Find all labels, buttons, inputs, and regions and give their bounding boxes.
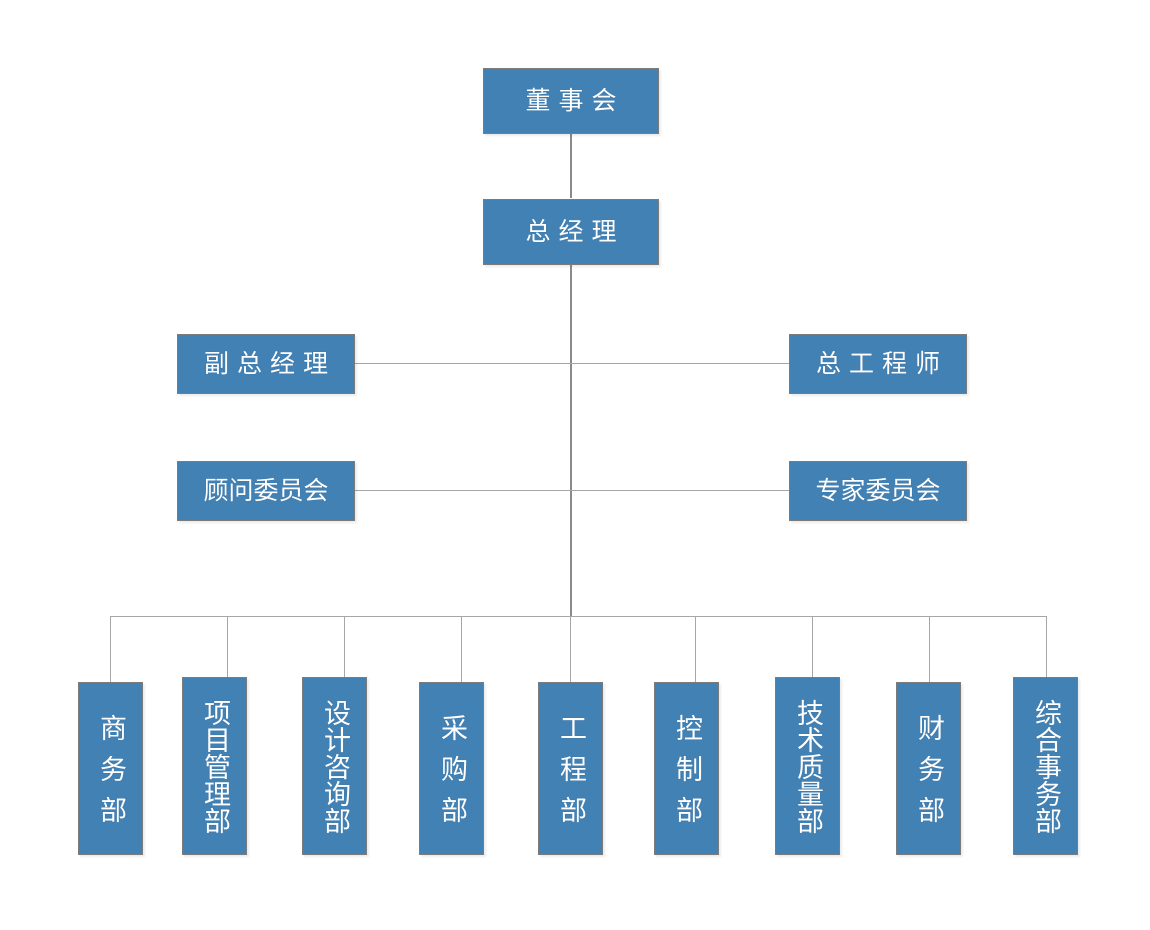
node-advisory-committee-label: 顾问委员会	[203, 476, 329, 505]
node-chief-engineer-label: 总工程师	[815, 349, 948, 378]
connector-line-row-committee	[355, 490, 790, 491]
department-bus-line	[110, 616, 1047, 617]
node-department-4-label: 采购部	[437, 714, 467, 837]
node-department-7-label: 技术质量部	[793, 698, 823, 834]
department-drop-line-4	[461, 616, 462, 682]
node-expert-committee[interactable]: 专家委员会	[789, 461, 967, 521]
node-department-2-label: 项目管理部	[200, 698, 230, 834]
node-department-1-label: 商务部	[96, 714, 126, 837]
node-department-8-label: 财务部	[914, 714, 944, 837]
department-drop-line-8	[929, 616, 930, 682]
node-department-6[interactable]: 控制部	[654, 682, 719, 855]
connector-line-row-vp	[355, 363, 790, 364]
node-department-4[interactable]: 采购部	[419, 682, 484, 855]
trunk-line-manager-to-bus	[570, 264, 572, 617]
node-general-manager-label: 总经理	[525, 217, 625, 246]
department-drop-line-9	[1046, 616, 1047, 682]
node-deputy-general-manager[interactable]: 副总经理	[177, 334, 355, 394]
node-department-8[interactable]: 财务部	[896, 682, 961, 855]
node-department-5-label: 工程部	[556, 714, 586, 837]
node-board-of-directors-label: 董事会	[525, 86, 625, 115]
node-department-3-label: 设计咨询部	[320, 698, 350, 834]
department-drop-line-5	[570, 616, 571, 682]
node-expert-committee-label: 专家委员会	[815, 476, 941, 505]
node-department-9[interactable]: 综合事务部	[1013, 677, 1078, 855]
node-department-1[interactable]: 商务部	[78, 682, 143, 855]
node-advisory-committee[interactable]: 顾问委员会	[177, 461, 355, 521]
node-board-of-directors[interactable]: 董事会	[483, 68, 659, 134]
department-drop-line-2	[227, 616, 228, 682]
node-general-manager[interactable]: 总经理	[483, 199, 659, 265]
department-drop-line-1	[110, 616, 111, 682]
trunk-line-board-to-manager	[570, 134, 572, 198]
department-drop-line-3	[344, 616, 345, 682]
node-department-3[interactable]: 设计咨询部	[302, 677, 367, 855]
node-department-6-label: 控制部	[672, 714, 702, 837]
node-chief-engineer[interactable]: 总工程师	[789, 334, 967, 394]
department-drop-line-7	[812, 616, 813, 682]
node-deputy-general-manager-label: 副总经理	[203, 349, 336, 378]
node-department-2[interactable]: 项目管理部	[182, 677, 247, 855]
node-department-7[interactable]: 技术质量部	[775, 677, 840, 855]
node-department-5[interactable]: 工程部	[538, 682, 603, 855]
node-department-9-label: 综合事务部	[1031, 698, 1061, 834]
department-drop-line-6	[695, 616, 696, 682]
